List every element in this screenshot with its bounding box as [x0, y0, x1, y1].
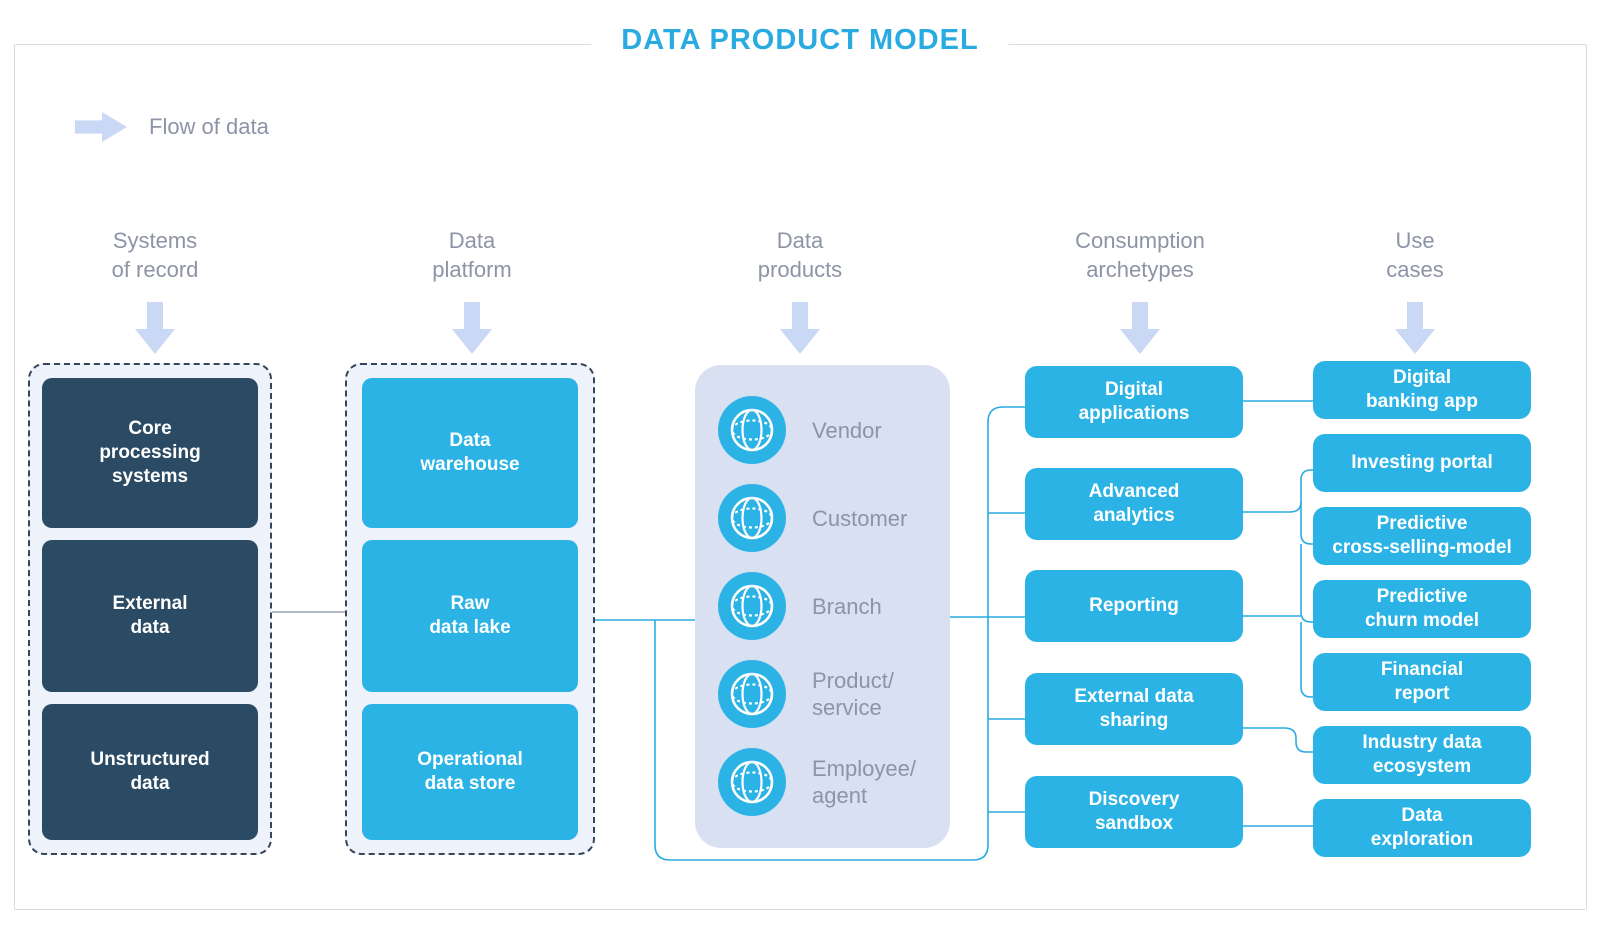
column-header-consumption-archetypes: Consumption archetypes — [1075, 228, 1205, 282]
box-data-warehouse: Data warehouse — [362, 378, 578, 528]
connector-to-financial-report — [1300, 622, 1313, 698]
box-digital-banking-app: Digital banking app — [1313, 361, 1531, 419]
product-label-employee-agent: Employee/ agent — [812, 756, 916, 808]
connector-analytics-to-investing-portal — [1243, 469, 1313, 513]
product-row-employee-agent: Employee/ agent — [718, 748, 916, 816]
column-header-systems-of-record: Systems of record — [111, 228, 199, 282]
page-title: DATA PRODUCT MODEL — [591, 24, 1009, 57]
product-row-customer: Customer — [718, 484, 907, 552]
box-predictive-cross-selling-model: Predictive cross-selling-model — [1313, 507, 1531, 565]
product-label-branch: Branch — [812, 593, 882, 619]
box-advanced-analytics: Advanced analytics — [1025, 468, 1243, 540]
globe-icon — [718, 572, 786, 640]
connector-sharing-to-industry-ecosystem — [1243, 727, 1313, 753]
globe-icon — [718, 660, 786, 728]
connector-to-churn-model — [1300, 544, 1313, 623]
connector-trunk-to-digital-applications — [654, 406, 1025, 861]
box-unstructured-data: Unstructured data — [42, 704, 258, 840]
product-row-vendor: Vendor — [718, 396, 882, 464]
box-raw-data-lake: Raw data lake — [362, 540, 578, 692]
product-row-branch: Branch — [718, 572, 882, 640]
flow-legend-label: Flow of data — [149, 114, 269, 139]
box-financial-report: Financial report — [1313, 653, 1531, 711]
box-digital-applications: Digital applications — [1025, 366, 1243, 438]
box-external-data: External data — [42, 540, 258, 692]
product-row-product-service: Product/ service — [718, 660, 894, 728]
product-label-customer: Customer — [812, 505, 908, 531]
box-discovery-sandbox: Discovery sandbox — [1025, 776, 1243, 848]
product-label-product-service: Product/ service — [812, 668, 894, 720]
box-core-processing-systems: Core processing systems — [42, 378, 258, 528]
globe-icon — [718, 748, 786, 816]
product-label-vendor: Vendor — [812, 417, 882, 443]
column-header-data-products: Data products — [757, 228, 843, 282]
flow-legend: Flow of data — [75, 112, 269, 142]
globe-icon — [718, 396, 786, 464]
globe-icon — [718, 484, 786, 552]
box-investing-portal: Investing portal — [1313, 434, 1531, 492]
connector-analytics-to-cross-selling-model — [1300, 502, 1313, 545]
box-operational-data-store: Operational data store — [362, 704, 578, 840]
box-data-exploration: Data exploration — [1313, 799, 1531, 857]
box-external-data-sharing: External data sharing — [1025, 673, 1243, 745]
column-header-data-platform: Data platform — [432, 228, 512, 282]
box-predictive-churn-model: Predictive churn model — [1313, 580, 1531, 638]
column-header-use-cases: Use cases — [1386, 228, 1444, 282]
box-reporting: Reporting — [1025, 570, 1243, 642]
box-industry-data-ecosystem: Industry data ecosystem — [1313, 726, 1531, 784]
